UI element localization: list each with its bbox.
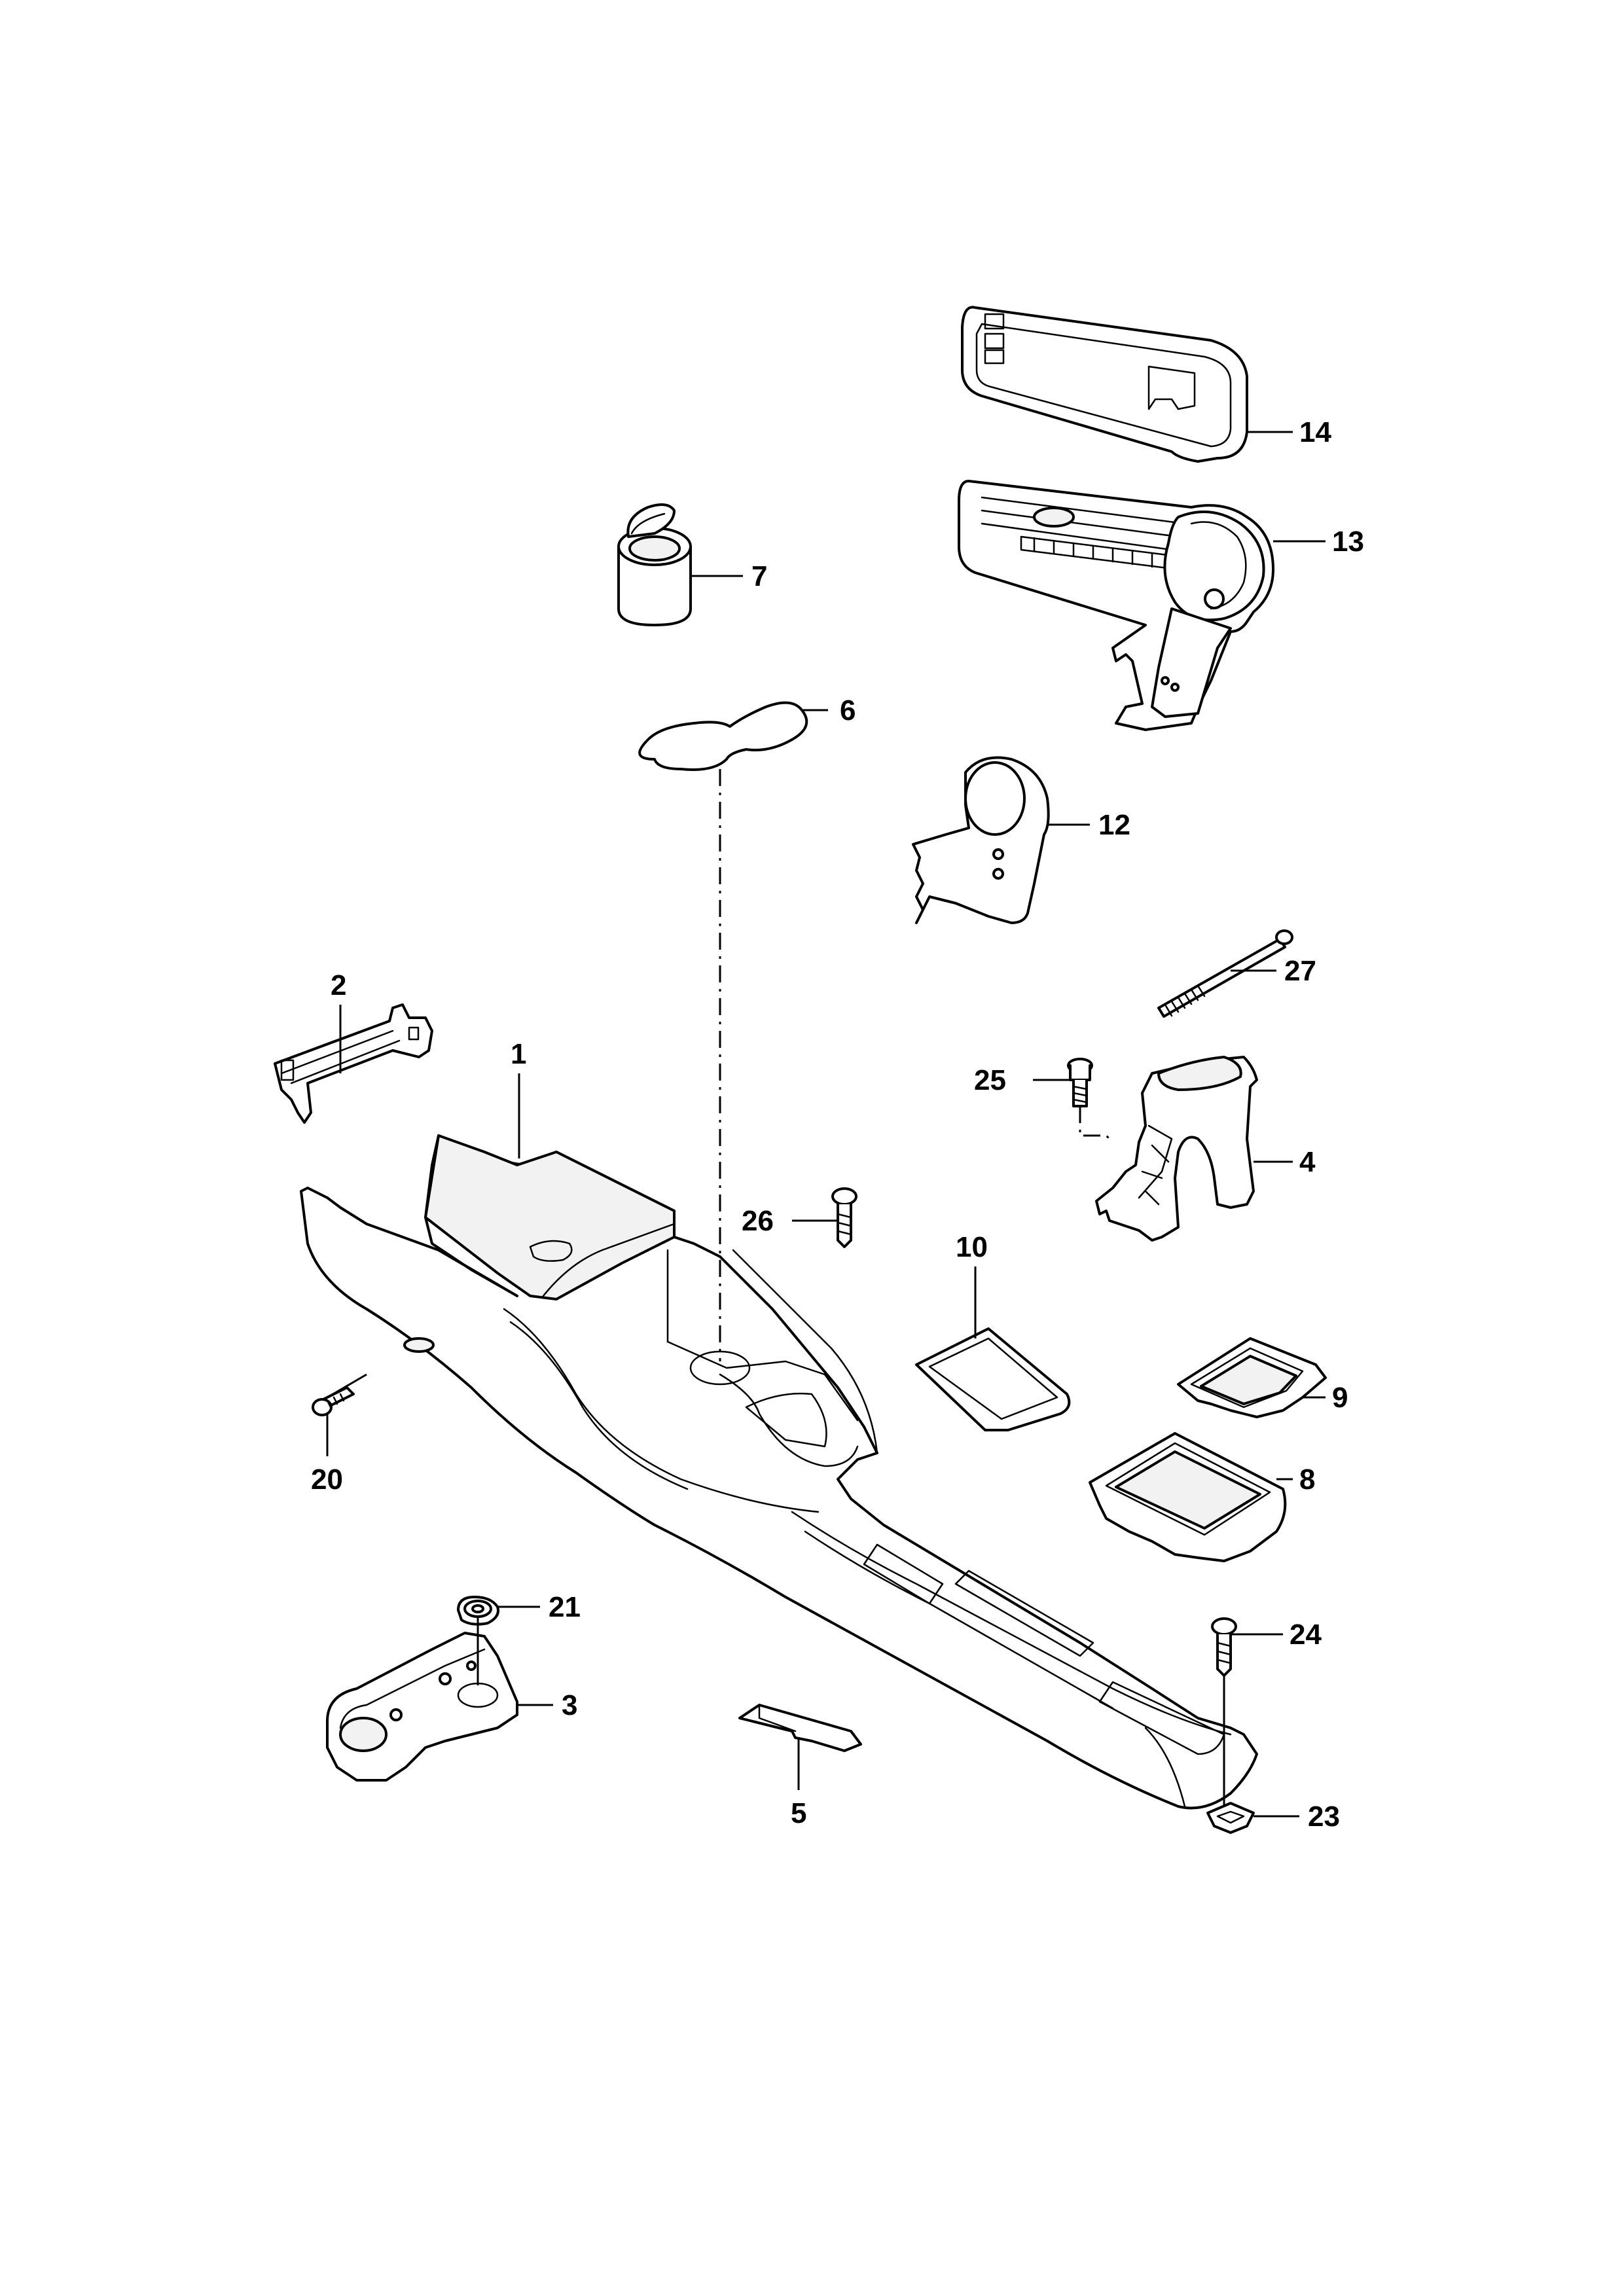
part-23-clip bbox=[1206, 1802, 1255, 1834]
part-1-center-console bbox=[300, 1134, 1258, 1810]
part-7-cup bbox=[617, 503, 692, 626]
callout-3: 3 bbox=[562, 1689, 577, 1721]
callout-25: 25 bbox=[974, 1064, 1006, 1096]
callout-2: 2 bbox=[331, 969, 346, 1001]
part-14-armrest-cover bbox=[961, 306, 1248, 463]
part-27-bolt bbox=[1157, 929, 1293, 1018]
callout-1: 1 bbox=[511, 1038, 526, 1070]
callout-24: 24 bbox=[1290, 1619, 1322, 1651]
callout-21: 21 bbox=[549, 1591, 581, 1623]
leader-lines bbox=[326, 431, 1326, 1818]
part-12-bracket bbox=[912, 756, 1050, 924]
callout-10: 10 bbox=[956, 1231, 988, 1263]
part-20-screw bbox=[312, 1386, 355, 1416]
part-2-bracket bbox=[274, 1003, 433, 1124]
callout-8: 8 bbox=[1299, 1463, 1315, 1496]
part-24-screw bbox=[1211, 1617, 1237, 1677]
part-10-pad bbox=[915, 1327, 1071, 1431]
callout-7: 7 bbox=[751, 560, 767, 592]
part-25-screw bbox=[1067, 1058, 1093, 1107]
part-4-support bbox=[1095, 1056, 1258, 1242]
part-9-tray bbox=[1177, 1337, 1327, 1418]
callout-27: 27 bbox=[1284, 955, 1316, 987]
callout-labels: 14 13 7 6 12 27 25 4 2 1 26 10 9 8 20 21… bbox=[311, 416, 1364, 1833]
part-13-armrest bbox=[958, 480, 1274, 731]
part-3-base bbox=[326, 1632, 518, 1782]
callout-12: 12 bbox=[1098, 809, 1130, 841]
callout-20: 20 bbox=[311, 1463, 343, 1496]
callout-23: 23 bbox=[1308, 1801, 1340, 1833]
callout-14: 14 bbox=[1299, 416, 1331, 448]
callout-4: 4 bbox=[1299, 1146, 1316, 1178]
part-6-mat bbox=[638, 701, 808, 771]
callout-13: 13 bbox=[1332, 526, 1364, 558]
callout-9: 9 bbox=[1332, 1382, 1348, 1414]
callout-6: 6 bbox=[840, 694, 856, 726]
part-8-tray bbox=[1089, 1432, 1287, 1562]
callout-5: 5 bbox=[791, 1797, 806, 1829]
part-5-clip bbox=[738, 1704, 862, 1752]
callout-26: 26 bbox=[742, 1205, 774, 1237]
part-26-screw bbox=[831, 1187, 857, 1248]
